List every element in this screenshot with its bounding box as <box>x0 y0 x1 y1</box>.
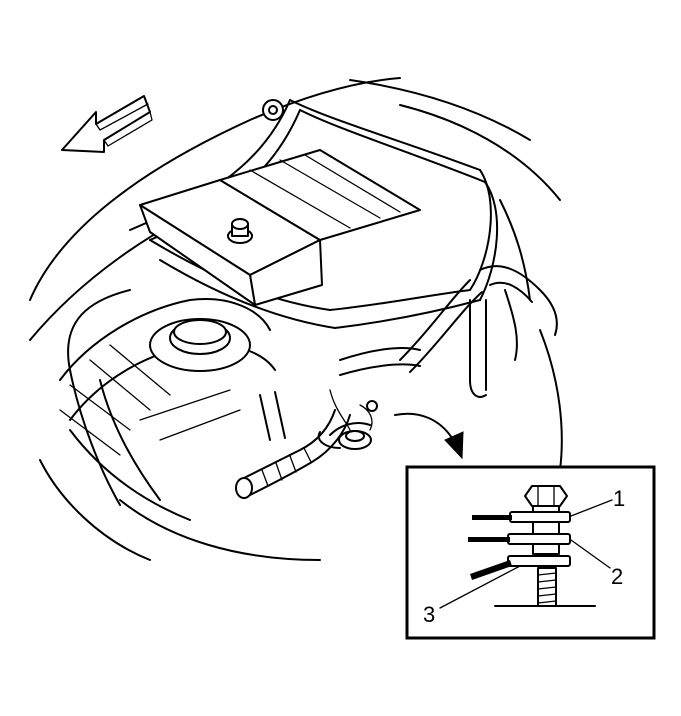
battery <box>139 149 421 306</box>
leader-line-3 <box>439 565 521 609</box>
ring-terminal-2 <box>468 533 571 545</box>
callout-2: 2 <box>611 564 623 589</box>
corrugated-hose <box>235 409 351 499</box>
hex-nut <box>524 485 568 513</box>
ring-terminal-1 <box>472 511 571 523</box>
front-direction-arrow <box>61 95 153 153</box>
hoses-and-pipes <box>259 265 558 441</box>
ground-stud-location <box>317 389 378 450</box>
stud-thread <box>537 567 557 607</box>
vehicle-body-outline <box>29 77 563 561</box>
callout-3: 3 <box>423 602 435 627</box>
leader-line-2 <box>570 539 611 569</box>
leader-line-1 <box>570 499 613 517</box>
coolant-reservoir <box>59 298 276 456</box>
callout-1: 1 <box>613 486 625 511</box>
detail-pointer-arrow <box>394 412 464 460</box>
ring-terminal-3 <box>470 555 571 580</box>
ground-stud-detail-inset: 1 2 3 <box>405 465 656 640</box>
